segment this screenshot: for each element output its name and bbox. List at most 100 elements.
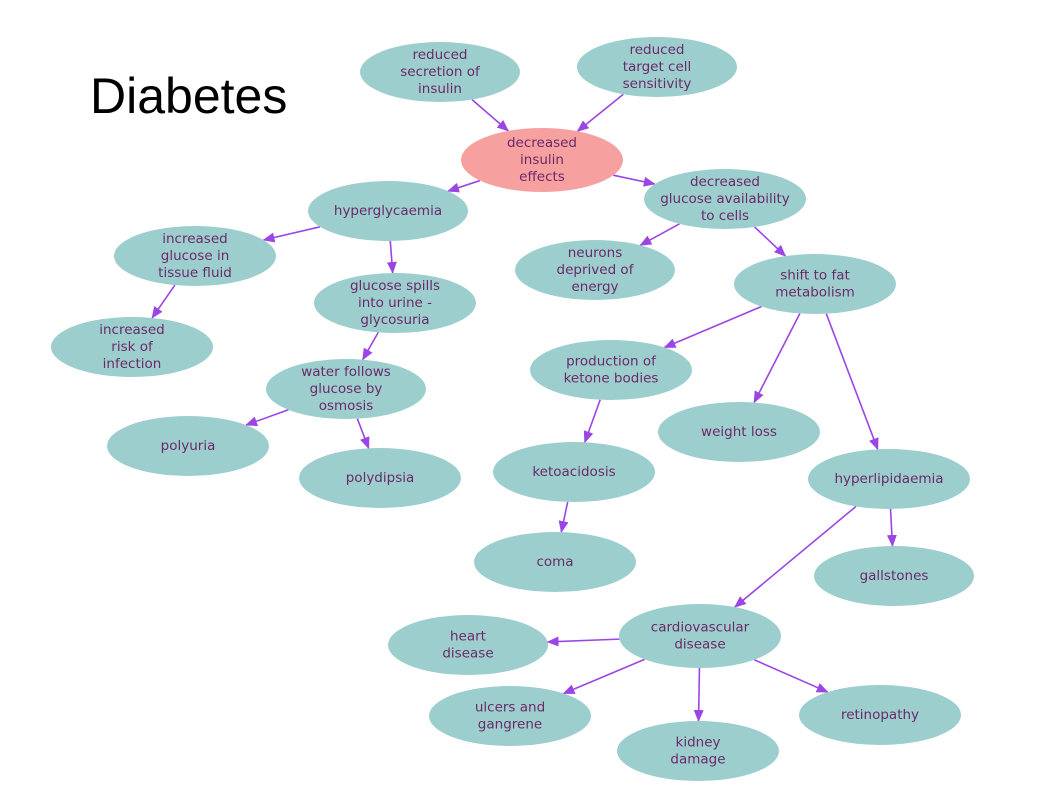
node-reduced-secretion-label-line: insulin (418, 81, 462, 97)
edge-reduced-secretion-to-decreased-insulin (471, 98, 510, 132)
edge-cardiovascular-to-ulcers (562, 658, 645, 695)
node-reduced-sensitivity-label-line: target cell (623, 59, 692, 75)
node-heart-disease-label-line: disease (442, 646, 493, 662)
node-neurons-label-line: energy (571, 279, 618, 295)
edge-cardiovascular-to-heart-disease (546, 636, 620, 647)
node-water-follows-label-line: glucose by (310, 381, 383, 397)
node-ketoacidosis-shape (493, 442, 655, 502)
node-decreased-insulin-label-line: effects (519, 169, 565, 185)
edge-glucose-spills-to-water-follows (362, 331, 379, 361)
node-polydipsia: polydipsia (299, 448, 461, 508)
node-hyperlipidaemia-shape (808, 449, 970, 509)
node-hyperglycaemia-label-line: hyperglycaemia (334, 203, 442, 219)
edge-water-follows-to-polydipsia (356, 418, 370, 450)
node-retinopathy-label-line: retinopathy (841, 707, 919, 723)
node-hyperlipidaemia: hyperlipidaemia (808, 449, 970, 509)
node-ulcers-label-line: ulcers and (475, 700, 545, 716)
node-gallstones: gallstones (814, 546, 974, 606)
edge-reduced-sensitivity-to-decreased-insulin (576, 93, 624, 132)
node-decreased-glucose-label-line: decreased (690, 174, 760, 190)
node-neurons-shape (515, 240, 675, 300)
node-decreased-insulin-label-line: decreased (507, 135, 577, 151)
node-decreased-insulin-label-line: insulin (520, 152, 564, 168)
node-heart-disease-label-line: heart (450, 629, 486, 645)
node-increased-risk-label-line: infection (103, 356, 162, 372)
node-decreased-glucose-shape (644, 169, 806, 229)
node-neurons-label-line: deprived of (557, 262, 635, 278)
edge-decreased-glucose-to-neurons (639, 223, 680, 246)
edge-shift-fat-to-ketone-bodies (663, 305, 762, 349)
node-shift-fat-label-line: shift to fat (780, 268, 850, 284)
edge-decreased-glucose-to-shift-fat (754, 226, 787, 257)
node-decreased-glucose-label-line: glucose availability (660, 191, 790, 207)
node-glucose-spills-shape (314, 273, 476, 333)
node-kidney-label-line: kidney (676, 735, 721, 751)
node-retinopathy-shape (799, 685, 961, 745)
node-increased-glucose-label-line: glucose in (161, 248, 230, 264)
node-glucose-spills-label-line: glycosuria (360, 312, 429, 328)
node-water-follows-label-line: water follows (301, 364, 391, 380)
node-shift-fat-shape (734, 254, 896, 314)
node-increased-risk-label-line: increased (99, 322, 164, 338)
edge-hyperlipidaemia-to-cardiovascular (734, 505, 857, 608)
node-increased-glucose-shape (114, 226, 276, 286)
node-cardiovascular-label-line: cardiovascular (651, 620, 750, 636)
node-polydipsia-label-line: polydipsia (346, 470, 415, 486)
edge-hyperglycaemia-to-increased-glucose (262, 226, 321, 243)
node-reduced-sensitivity-shape (577, 37, 737, 97)
node-increased-glucose-label-line: tissue fluid (158, 265, 232, 281)
edge-hyperlipidaemia-to-gallstones (886, 508, 897, 548)
edge-ketone-bodies-to-ketoacidosis (583, 399, 601, 444)
node-ketone-bodies-shape (530, 340, 692, 400)
node-weight-loss-label-line: weight loss (701, 424, 777, 440)
edge-water-follows-to-polyuria (245, 409, 289, 427)
edge-hyperglycaemia-to-glucose-spills (386, 240, 397, 275)
node-decreased-insulin-shape (461, 128, 623, 192)
node-weight-loss-shape (658, 402, 820, 462)
node-gallstones-shape (814, 546, 974, 606)
node-coma-shape (474, 532, 636, 592)
edge-shift-fat-to-weight-loss (753, 313, 801, 404)
edge-increased-glucose-to-increased-risk (151, 284, 176, 319)
node-polyuria: polyuria (107, 416, 269, 476)
node-retinopathy: retinopathy (799, 685, 961, 745)
edge-shift-fat-to-hyperlipidaemia (825, 313, 879, 451)
node-ulcers-label-line: gangrene (478, 717, 542, 733)
node-reduced-secretion-label-line: reduced (413, 47, 468, 63)
edge-decreased-insulin-to-hyperglycaemia (447, 179, 481, 193)
edge-cardiovascular-to-retinopathy (753, 659, 829, 693)
edge-cardiovascular-to-kidney (693, 667, 704, 723)
node-increased-risk-shape (51, 317, 213, 377)
node-ketone-bodies-label-line: ketone bodies (564, 371, 659, 387)
node-reduced-secretion-label-line: secretion of (400, 64, 481, 80)
node-ketoacidosis: ketoacidosis (493, 442, 655, 502)
slide-title: Diabetes (90, 68, 288, 124)
node-hyperglycaemia: hyperglycaemia (308, 181, 468, 241)
node-polyuria-shape (107, 416, 269, 476)
node-shift-fat-label-line: metabolism (775, 285, 855, 301)
node-increased-glucose-label-line: increased (162, 231, 227, 247)
node-ketone-bodies-label-line: production of (566, 354, 657, 370)
node-coma: coma (474, 532, 636, 592)
node-coma-label-line: coma (536, 554, 573, 570)
node-kidney-shape (617, 721, 779, 781)
node-reduced-secretion-shape (360, 42, 520, 102)
node-ketoacidosis-label-line: ketoacidosis (532, 464, 615, 480)
node-reduced-sensitivity-label-line: sensitivity (623, 76, 692, 92)
node-polyuria-label-line: polyuria (161, 438, 216, 454)
